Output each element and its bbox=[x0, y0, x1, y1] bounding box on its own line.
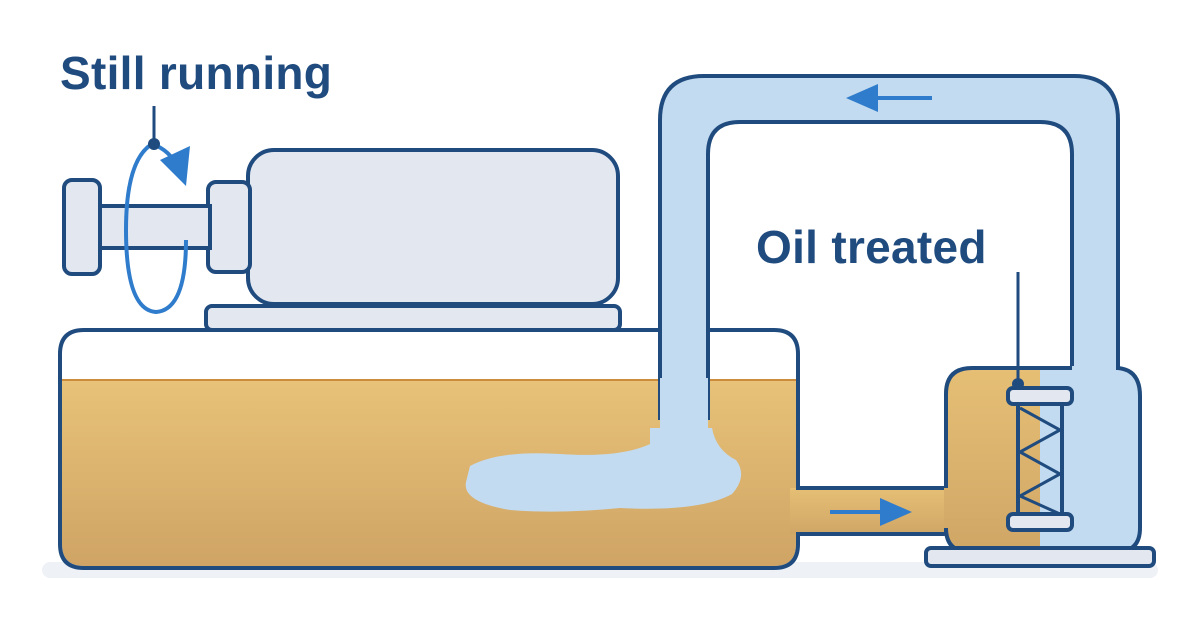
spring-filter-icon bbox=[1006, 386, 1074, 532]
motor-base bbox=[204, 304, 622, 332]
motor-shaft bbox=[96, 204, 212, 250]
flow-arrow-left-icon bbox=[846, 84, 932, 112]
motor-body bbox=[246, 148, 620, 306]
oil-level bbox=[62, 380, 796, 566]
shaft-coupling bbox=[62, 178, 102, 276]
callout-running-pointer bbox=[148, 106, 160, 150]
flow-arrow-right-icon bbox=[830, 498, 912, 526]
callout-treated-pointer bbox=[1012, 272, 1024, 390]
motor bbox=[62, 148, 622, 332]
filter-housing bbox=[944, 368, 1140, 552]
motor-collar bbox=[206, 180, 252, 274]
treated-oil-pool bbox=[465, 428, 742, 512]
label-oil-treated: Oil treated bbox=[756, 221, 987, 273]
connecting-channel bbox=[790, 486, 950, 536]
tank-outline bbox=[58, 328, 800, 570]
filter-base bbox=[924, 546, 1156, 568]
label-still-running: Still running bbox=[60, 47, 333, 99]
pipe-outlet-fill bbox=[660, 378, 708, 446]
